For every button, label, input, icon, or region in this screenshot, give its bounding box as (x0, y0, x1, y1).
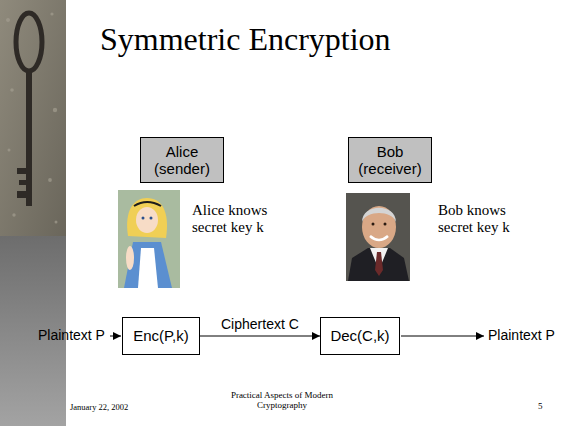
key-shaft (26, 70, 32, 206)
node-text: Enc(P,k) (133, 327, 189, 344)
process-box: Dec(C,k) (320, 317, 400, 355)
footer-date: January 22, 2002 (70, 403, 128, 412)
gravel-dot (50, 12, 53, 15)
bob-smile (370, 236, 388, 240)
side-note: Alice knows secret key k (192, 202, 274, 237)
side-bar (0, 0, 66, 426)
gravel-dot (53, 108, 57, 112)
alice-face (136, 207, 158, 233)
alice-ground (118, 190, 180, 288)
flow-arrow (200, 336, 320, 337)
alice-picture (118, 190, 180, 288)
alice-arm (126, 246, 134, 270)
alice-eye (150, 217, 153, 220)
bob-ground (346, 193, 410, 281)
input-arrow (110, 336, 121, 337)
node-text: Bob (receiver) (353, 143, 427, 178)
bob-hair (362, 208, 396, 222)
bob-eye (384, 223, 387, 226)
alice-hair (127, 198, 167, 238)
flow-label: Plaintext P (38, 327, 105, 344)
alice-apron (138, 248, 158, 288)
output-arrow (401, 336, 484, 337)
key-tooth (17, 168, 27, 174)
bob-eye (372, 223, 375, 226)
key-figure (16, 13, 42, 206)
node-text: Alice (sender) (145, 143, 219, 178)
bob-suit (348, 248, 409, 281)
flow-label: Plaintext P (488, 327, 555, 344)
node-text: Dec(C,k) (330, 327, 389, 344)
party-box: Alice (sender) (140, 137, 224, 183)
key-tooth (17, 191, 27, 198)
bob-picture (346, 193, 410, 281)
bob-tie (375, 252, 383, 276)
gravel-dot (48, 178, 52, 182)
key-handle (16, 13, 42, 71)
alice-dress (124, 242, 172, 288)
gravel-dot (55, 221, 58, 224)
key-tooth (19, 180, 27, 185)
process-box: Enc(P,k) (122, 317, 200, 355)
gravel-texture (6, 12, 58, 223)
bob-face (362, 206, 396, 248)
gravel-dot (8, 149, 11, 152)
alice-hairband (134, 202, 161, 206)
edge-label: Ciphertext C (219, 316, 301, 333)
key-photo (0, 0, 66, 236)
slide-title: Symmetric Encryption (100, 22, 391, 57)
party-box: Bob (receiver) (348, 137, 432, 183)
page-number: 5 (538, 402, 543, 412)
gravel-dot (10, 88, 14, 92)
gravel-dot (6, 18, 10, 22)
side-note: Bob knows secret key k (438, 202, 522, 237)
alice-eye (142, 217, 145, 220)
footer-text: Practical Aspects of Modern Cryptography (217, 391, 347, 411)
gravel-dot (12, 213, 15, 216)
